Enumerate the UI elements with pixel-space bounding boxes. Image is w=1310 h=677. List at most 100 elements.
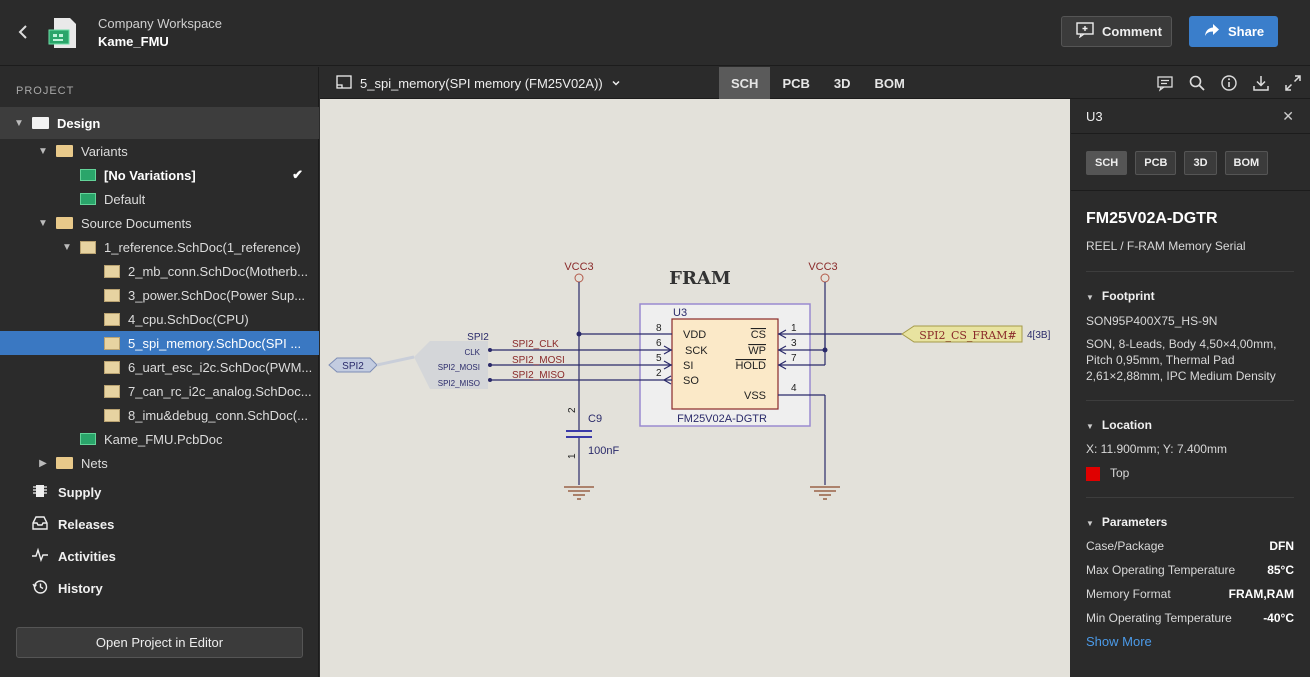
fullscreen-icon[interactable]	[1284, 74, 1302, 92]
nav-supply[interactable]: Supply	[32, 483, 101, 502]
comment-plus-icon	[1076, 22, 1094, 41]
part-description: REEL / F-RAM Memory Serial	[1086, 239, 1246, 253]
tree-item-schdoc-4[interactable]: 4_cpu.SchDoc(CPU)	[0, 307, 319, 331]
nav-history[interactable]: History	[32, 579, 103, 598]
tree-label: 6_uart_esc_i2c.SchDoc(PWM...	[128, 359, 313, 375]
panel-tab-sch[interactable]: SCH	[1086, 151, 1128, 175]
port-label-cs: SPI2_CS_FRAM#	[919, 329, 1017, 342]
pin-num-5: 5	[656, 353, 662, 364]
section-title: Location	[1101, 418, 1152, 432]
tree-item-schdoc-8[interactable]: 8_imu&debug_conn.SchDoc(...	[0, 403, 319, 427]
panel-tab-3d[interactable]: 3D	[1184, 151, 1217, 175]
chevron-right-icon[interactable]: ▶	[39, 457, 47, 469]
param-name: Memory Format	[1086, 587, 1171, 601]
chevron-down-icon[interactable]: ▼	[62, 241, 72, 253]
pin-num-2: 2	[656, 368, 662, 379]
schematic-doc-icon	[104, 312, 120, 326]
tree-item-schdoc-5[interactable]: 5_spi_memory.SchDoc(SPI ...	[0, 331, 319, 355]
cap-pin-2: 2	[567, 407, 578, 413]
location-coordinates: X: 11.900mm; Y: 7.400mm	[1086, 442, 1227, 456]
param-row: Memory Format FRAM,RAM	[1086, 587, 1294, 601]
back-arrow-icon[interactable]	[14, 22, 34, 42]
top-bar: Company Workspace Kame_FMU Comment Share	[0, 0, 1310, 66]
tree-item-pcbdoc[interactable]: Kame_FMU.PcbDoc	[0, 427, 319, 451]
nav-label: History	[58, 581, 103, 596]
tree-item-default-variant[interactable]: Default	[0, 187, 319, 211]
tree-label: Default	[104, 191, 146, 207]
tree-item-variants[interactable]: ▼ Variants	[0, 139, 319, 163]
nav-label: Activities	[58, 549, 116, 564]
download-icon[interactable]	[1252, 74, 1270, 92]
pin-num-3: 3	[791, 338, 797, 349]
document-icon	[336, 75, 352, 92]
port-spi2-cs-fram[interactable]	[901, 325, 1023, 343]
tree-item-schdoc-1[interactable]: ▼ 1_reference.SchDoc(1_reference)	[0, 235, 319, 259]
net-label-clk: SPI2_CLK	[512, 339, 559, 350]
cap-pin-1: 1	[567, 453, 578, 459]
bus-label: SPI2	[467, 332, 489, 343]
tree-item-schdoc-3[interactable]: 3_power.SchDoc(Power Sup...	[0, 283, 319, 307]
schematic-doc-icon	[104, 384, 120, 398]
tree-label: 5_spi_memory.SchDoc(SPI ...	[128, 335, 302, 351]
share-button[interactable]: Share	[1189, 16, 1278, 47]
schematic-doc-icon	[104, 408, 120, 422]
folder-icon	[56, 217, 73, 229]
bus-member-mosi: SPI2_MOSI	[438, 363, 480, 372]
chevron-down-icon[interactable]: ▼	[38, 145, 48, 157]
tree-item-source-documents[interactable]: ▼ Source Documents	[0, 211, 319, 235]
bus-member-clk: CLK	[464, 348, 480, 357]
param-row: Case/Package DFN	[1086, 539, 1294, 553]
footprint-name: SON95P400X75_HS-9N	[1086, 314, 1218, 328]
tree-item-nets[interactable]: ▶ Nets	[0, 451, 319, 475]
pin-num-1: 1	[791, 323, 797, 334]
chevron-down-icon: ▼	[1086, 422, 1094, 431]
tab-sch[interactable]: SCH	[719, 67, 771, 99]
param-name: Max Operating Temperature	[1086, 563, 1236, 577]
tree-item-no-variations[interactable]: [No Variations] ✔	[0, 163, 319, 187]
tab-bom[interactable]: BOM	[874, 75, 905, 91]
tree-item-schdoc-6[interactable]: 6_uart_esc_i2c.SchDoc(PWM...	[0, 355, 319, 379]
nav-activities[interactable]: Activities	[32, 547, 116, 566]
folder-icon	[32, 117, 49, 129]
chevron-down-icon[interactable]: ▼	[14, 117, 24, 129]
document-selector[interactable]: 5_spi_memory(SPI memory (FM25V02A))	[336, 75, 621, 92]
search-icon[interactable]	[1188, 74, 1206, 92]
schematic-canvas[interactable]: FRAM VCC3 VCC3 U3 FM25V02A-DGTR VDD SCK …	[320, 99, 1070, 677]
pin-num-4: 4	[791, 383, 797, 394]
panel-tab-pcb[interactable]: PCB	[1135, 151, 1177, 175]
schematic-doc-icon	[104, 360, 120, 374]
param-value: 85°C	[1267, 563, 1294, 577]
nav-releases[interactable]: Releases	[32, 515, 114, 534]
open-project-in-editor-button[interactable]: Open Project in Editor	[16, 627, 303, 658]
layer-name: Top	[1110, 466, 1130, 480]
tree-label: Variants	[81, 143, 128, 159]
document-toolbar: 5_spi_memory(SPI memory (FM25V02A)) SCH …	[320, 67, 1310, 99]
show-more-link[interactable]: Show More	[1086, 634, 1152, 649]
history-icon	[32, 579, 48, 598]
section-parameters[interactable]: ▼Parameters	[1086, 515, 1167, 529]
bus-port-label: SPI2	[342, 361, 364, 372]
chip-icon	[32, 483, 48, 502]
pin-name-wp: WP	[748, 345, 766, 357]
tree-item-design[interactable]: ▼ Design	[0, 107, 319, 139]
panel-title: U3	[1086, 108, 1103, 124]
tree-item-schdoc-2[interactable]: 2_mb_conn.SchDoc(Motherb...	[0, 259, 319, 283]
comments-icon[interactable]	[1156, 74, 1174, 92]
section-location[interactable]: ▼ Location	[1086, 418, 1152, 432]
pin-num-7: 7	[791, 353, 797, 364]
panel-tab-bom[interactable]: BOM	[1224, 151, 1269, 175]
close-icon[interactable]: ✕	[1282, 108, 1294, 124]
param-name: Case/Package	[1086, 539, 1165, 553]
document-name: 5_spi_memory(SPI memory (FM25V02A))	[360, 76, 603, 91]
info-icon[interactable]	[1220, 74, 1238, 92]
project-icon	[46, 16, 80, 50]
tab-3d[interactable]: 3D	[833, 75, 851, 91]
tree-item-schdoc-7[interactable]: 7_can_rc_i2c_analog.SchDoc...	[0, 379, 319, 403]
chevron-down-icon[interactable]: ▼	[38, 217, 48, 229]
divider	[1086, 400, 1294, 401]
comment-button[interactable]: Comment	[1061, 16, 1172, 47]
section-footprint[interactable]: ▼Footprint	[1086, 289, 1155, 303]
pin-num-6: 6	[656, 338, 662, 349]
net-label-miso: SPI2_MISO	[512, 370, 565, 381]
tab-pcb[interactable]: PCB	[782, 75, 810, 91]
